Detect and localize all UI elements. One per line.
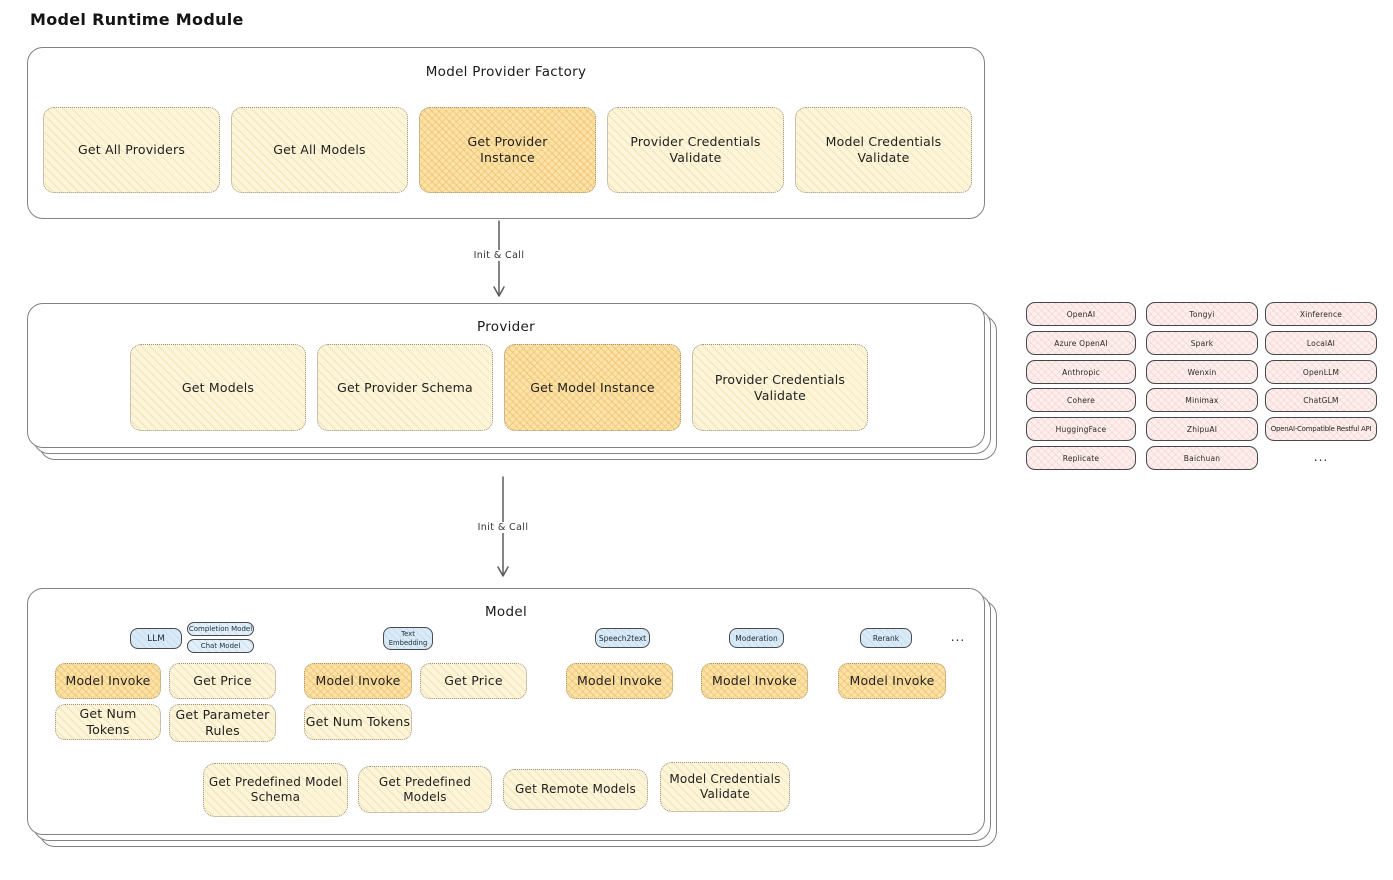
provider-item-wenxin: Wenxin bbox=[1146, 360, 1258, 384]
node-get-predefined-model-schema: Get Predefined Model Schema bbox=[203, 763, 348, 817]
node-llm-model-invoke: Model Invoke bbox=[55, 663, 161, 699]
provider-item-huggingface: HuggingFace bbox=[1026, 417, 1136, 441]
node-model-credentials-validate-factory: Model Credentials Validate bbox=[795, 107, 972, 193]
provider-title: Provider bbox=[477, 319, 535, 335]
arrow-label-init-call-1: Init & Call bbox=[459, 250, 539, 261]
provider-item-chatglm: ChatGLM bbox=[1265, 388, 1377, 412]
provider-item-openai: OpenAI bbox=[1026, 302, 1136, 326]
node-get-provider-instance: Get Provider Instance bbox=[419, 107, 596, 193]
node-get-all-providers: Get All Providers bbox=[43, 107, 220, 193]
node-llm-get-parameter-rules: Get Parameter Rules bbox=[169, 704, 276, 742]
provider-item-baichuan: Baichuan bbox=[1146, 446, 1258, 470]
node-get-models: Get Models bbox=[130, 344, 306, 431]
model-title: Model bbox=[484, 604, 528, 620]
node-get-model-instance: Get Model Instance bbox=[504, 344, 681, 431]
node-llm-get-num-tokens: Get Num Tokens bbox=[55, 704, 161, 740]
node-llm-get-price: Get Price bbox=[169, 663, 276, 699]
arrow-label-init-call-2: Init & Call bbox=[463, 522, 543, 533]
provider-list-more: ... bbox=[1313, 450, 1329, 464]
provider-item-tongyi: Tongyi bbox=[1146, 302, 1258, 326]
tag-speech2text: Speech2text bbox=[595, 628, 650, 648]
provider-item-anthropic: Anthropic bbox=[1026, 360, 1136, 384]
provider-item-xinference: Xinference bbox=[1265, 302, 1377, 326]
node-embedding-get-price: Get Price bbox=[420, 663, 527, 699]
node-get-provider-schema: Get Provider Schema bbox=[317, 344, 493, 431]
node-model-credentials-validate: Model Credentials Validate bbox=[660, 762, 790, 812]
diagram-title: Model Runtime Module bbox=[30, 10, 244, 29]
node-rerank-model-invoke: Model Invoke bbox=[838, 663, 946, 699]
provider-item-openllm: OpenLLM bbox=[1265, 360, 1377, 384]
tag-text-embedding: Text Embedding bbox=[383, 627, 433, 650]
node-get-predefined-models: Get Predefined Models bbox=[358, 766, 492, 813]
node-get-remote-models: Get Remote Models bbox=[503, 769, 648, 810]
node-moderation-model-invoke: Model Invoke bbox=[701, 663, 808, 699]
provider-item-zhipuai: ZhipuAI bbox=[1146, 417, 1258, 441]
tag-llm: LLM bbox=[130, 628, 182, 649]
tag-moderation: Moderation bbox=[729, 628, 784, 648]
provider-item-openai-compatible: OpenAI-Compatible Restful API bbox=[1265, 417, 1377, 441]
provider-item-cohere: Cohere bbox=[1026, 388, 1136, 412]
provider-item-minimax: Minimax bbox=[1146, 388, 1258, 412]
provider-item-spark: Spark bbox=[1146, 331, 1258, 355]
tag-chat-model: Chat Model bbox=[187, 639, 254, 653]
provider-item-azure-openai: Azure OpenAI bbox=[1026, 331, 1136, 355]
node-embedding-model-invoke: Model Invoke bbox=[304, 663, 412, 699]
node-get-all-models: Get All Models bbox=[231, 107, 408, 193]
factory-title: Model Provider Factory bbox=[425, 64, 587, 80]
provider-item-replicate: Replicate bbox=[1026, 446, 1136, 470]
node-provider-credentials-validate: Provider Credentials Validate bbox=[692, 344, 868, 431]
tag-rerank: Rerank bbox=[860, 628, 912, 648]
provider-item-localai: LocalAI bbox=[1265, 331, 1377, 355]
node-speech2text-model-invoke: Model Invoke bbox=[566, 663, 673, 699]
model-tags-more: ... bbox=[950, 630, 966, 644]
node-embedding-get-num-tokens: Get Num Tokens bbox=[304, 704, 412, 740]
arrow-factory-to-provider bbox=[493, 220, 505, 297]
node-provider-credentials-validate-factory: Provider Credentials Validate bbox=[607, 107, 784, 193]
tag-completion-model: Completion Model bbox=[187, 622, 254, 636]
